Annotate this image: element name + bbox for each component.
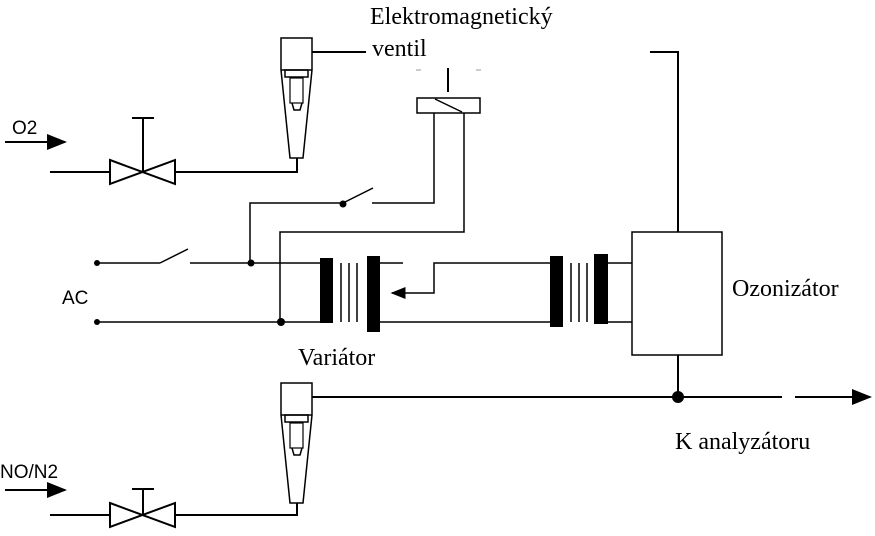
o2-flowmeter-icon [280, 37, 366, 159]
no-n2-label: NO/N2 [0, 462, 58, 483]
analyzer-label: K analyzátoru [675, 429, 810, 455]
ac-label: AC [62, 288, 88, 309]
solenoid-switch-icon [249, 187, 374, 262]
ozonizer-transformer-icon [550, 254, 632, 327]
ozonizer-label: Ozonizátor [732, 276, 839, 302]
solenoid-valve-icon [279, 68, 481, 322]
variator-label: Variátor [298, 345, 375, 371]
no-n2-flowmeter-icon [280, 382, 313, 504]
o2-label: O2 [12, 118, 37, 139]
solenoid-label-line1: Elektromagnetický [370, 4, 553, 30]
solenoid-label-line2: ventil [372, 36, 427, 62]
o2-valve-icon [50, 117, 298, 186]
main-switch-icon [159, 248, 189, 264]
no-n2-valve-icon [50, 488, 298, 529]
ac-supply [94, 248, 320, 326]
variator-transformer-icon [320, 256, 550, 332]
ozonizer-box [631, 51, 723, 403]
